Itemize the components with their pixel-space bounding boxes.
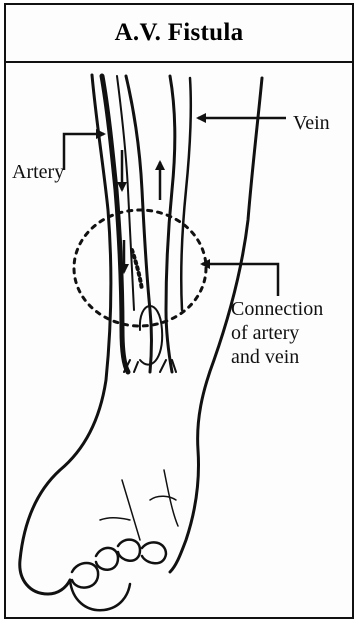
connection-dashed-circle <box>74 210 206 326</box>
finger-3 <box>118 540 140 561</box>
forearm-left-edge <box>20 75 111 594</box>
connection-label-line3: and vein <box>231 345 323 369</box>
vein-vessel-right <box>166 76 175 372</box>
vein-vessel-outer <box>181 78 191 310</box>
artery-vessel <box>102 76 128 372</box>
connection-label: Connection of artery and vein <box>231 297 323 369</box>
artery-label: Artery <box>12 160 64 184</box>
hand-outline <box>70 580 130 610</box>
finger-1 <box>72 563 98 588</box>
finger-4 <box>142 542 166 563</box>
connection-label-line2: of artery <box>231 321 323 345</box>
hand-crease-1 <box>100 518 130 520</box>
hand-crease-4 <box>122 480 140 540</box>
finger-2 <box>96 548 118 570</box>
connection-label-line1: Connection <box>231 297 323 321</box>
vein-label: Vein <box>293 111 330 135</box>
hand-crease-2 <box>150 496 176 500</box>
